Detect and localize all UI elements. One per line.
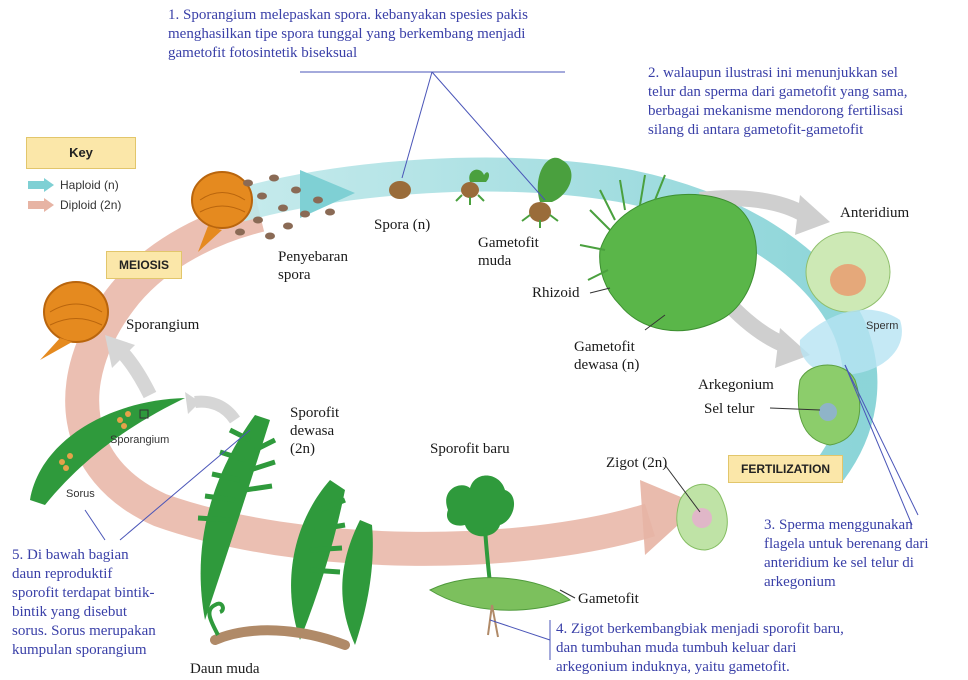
label-sorus: Sorus bbox=[66, 488, 95, 500]
label-daun-muda: Daun muda bbox=[190, 660, 260, 678]
diploid-arrow-icon bbox=[28, 198, 54, 212]
label-sporofit-dewasa: Sporofit dewasa (2n) bbox=[290, 404, 339, 458]
young-leaf bbox=[209, 604, 222, 635]
key-haploid-label: Haploid (n) bbox=[60, 178, 119, 192]
fertilization-tag: FERTILIZATION bbox=[728, 455, 843, 483]
label-spora: Spora (n) bbox=[374, 216, 430, 234]
label-arkegonium: Arkegonium bbox=[698, 376, 774, 394]
label-rhizoid: Rhizoid bbox=[532, 284, 580, 302]
label-penyebaran-spora: Penyebaran spora bbox=[278, 248, 348, 284]
meiosis-tag: MEIOSIS bbox=[106, 251, 182, 279]
spore bbox=[389, 181, 411, 199]
antheridium bbox=[806, 232, 890, 312]
label-gametofit-muda: Gametofit muda bbox=[478, 234, 539, 270]
grey-arrow-sorus bbox=[195, 402, 235, 420]
key-title: Key bbox=[26, 137, 136, 169]
haploid-arrow-icon bbox=[28, 178, 54, 192]
label-sel-telur: Sel telur bbox=[704, 400, 754, 418]
label-gametofit-dewasa: Gametofit dewasa (n) bbox=[574, 338, 639, 374]
label-zigot: Zigot (2n) bbox=[606, 454, 667, 472]
label-sperm: Sperm bbox=[866, 320, 898, 332]
note-3: 3. Sperma menggunakan flagela untuk bere… bbox=[764, 516, 929, 592]
rhizome bbox=[215, 630, 345, 645]
label-gametofit: Gametofit bbox=[578, 590, 639, 608]
key-diploid-label: Diploid (2n) bbox=[60, 198, 121, 212]
label-sporangium-small: Sporangium bbox=[110, 434, 169, 446]
key-diploid: Diploid (2n) bbox=[28, 198, 121, 212]
key-haploid: Haploid (n) bbox=[28, 178, 119, 192]
label-sporangium: Sporangium bbox=[126, 316, 199, 334]
label-sporofit-baru: Sporofit baru bbox=[430, 440, 510, 458]
zygote bbox=[677, 484, 727, 550]
note-5: 5. Di bawah bagian daun reproduktif spor… bbox=[12, 546, 156, 660]
note-2: 2. walaupun ilustrasi ini menunjukkan se… bbox=[648, 64, 908, 140]
label-anteridium: Anteridium bbox=[840, 204, 909, 222]
note-4: 4. Zigot berkembangbiak menjadi sporofit… bbox=[556, 620, 844, 677]
grey-arrow-sporangium bbox=[120, 350, 150, 395]
note-1: 1. Sporangium melepaskan spora. kebanyak… bbox=[168, 6, 528, 63]
